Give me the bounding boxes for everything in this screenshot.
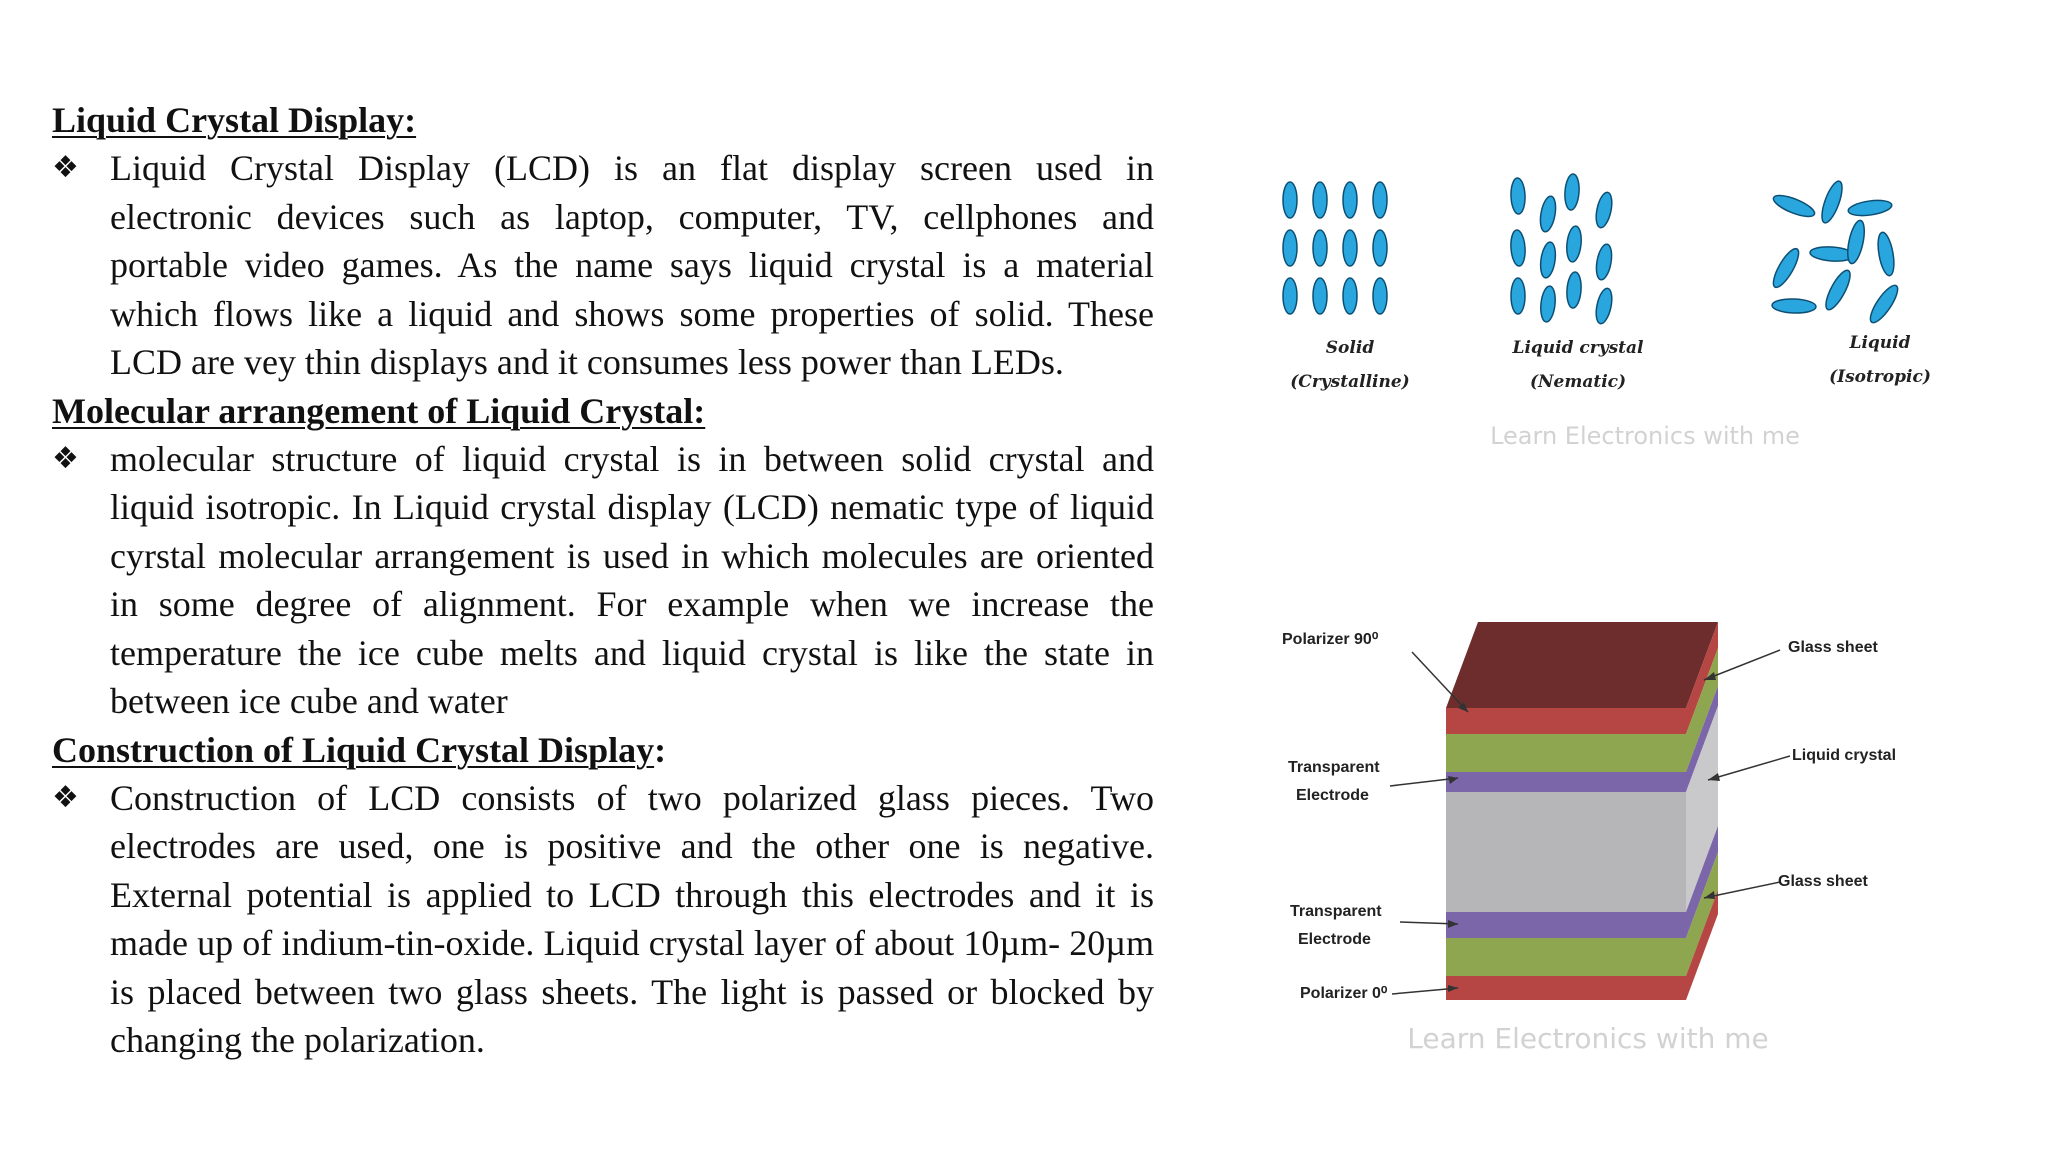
molecule bbox=[1825, 269, 1851, 311]
side-polarizer-0 bbox=[1686, 890, 1718, 1000]
layer-electrode-top bbox=[1446, 772, 1686, 792]
molecule bbox=[1372, 277, 1388, 315]
heading-lcd: Liquid Crystal Display: bbox=[52, 100, 417, 140]
text-column: Liquid Crystal Display: ❖ Liquid Crystal… bbox=[52, 96, 1154, 1065]
bullet-lcd-definition: ❖ Liquid Crystal Display (LCD) is an fla… bbox=[52, 144, 1154, 387]
bullet-construction: ❖ Construction of LCD consists of two po… bbox=[52, 774, 1154, 1065]
molecule bbox=[1312, 229, 1328, 267]
molecule bbox=[1282, 229, 1298, 267]
layer-glass-bottom bbox=[1446, 938, 1686, 976]
liquid-molecules bbox=[1771, 180, 1899, 324]
layer-liquid-crystal bbox=[1446, 792, 1686, 912]
label-glass-sheet-top: Glass sheet bbox=[1788, 639, 1879, 656]
bullet-molecular-arrangement: ❖ molecular structure of liquid crystal … bbox=[52, 435, 1154, 726]
layer-polarizer-0 bbox=[1446, 976, 1686, 1000]
watermark-top: Learn Electronics with me bbox=[1490, 422, 1800, 450]
label-solid: Solid bbox=[1326, 338, 1375, 358]
label-liquid-crystal: Liquid crystal bbox=[1792, 747, 1896, 764]
side-glass-bottom bbox=[1686, 852, 1718, 976]
molecule bbox=[1595, 287, 1613, 325]
molecule bbox=[1540, 285, 1556, 323]
molecule bbox=[1282, 181, 1298, 219]
label-glass-sheet-bottom: Glass sheet bbox=[1778, 873, 1869, 890]
molecule bbox=[1342, 181, 1358, 219]
side-polarizer-90 bbox=[1686, 622, 1718, 734]
molecule bbox=[1566, 225, 1582, 263]
watermark-bottom: Learn Electronics with me bbox=[1407, 1022, 1768, 1055]
side-electrode-top bbox=[1686, 686, 1718, 792]
label-electrode-top-line2: Electrode bbox=[1296, 787, 1369, 804]
molecule bbox=[1539, 241, 1557, 279]
molecule bbox=[1772, 247, 1800, 289]
heading-construction: Construction of Liquid Crystal Display: bbox=[52, 729, 667, 770]
molecule bbox=[1372, 181, 1388, 219]
molecule bbox=[1847, 219, 1865, 265]
molecule bbox=[1510, 177, 1526, 215]
label-liquid-crystal: Liquid crystal bbox=[1511, 338, 1644, 358]
molecule bbox=[1510, 229, 1526, 267]
layer-polarizer-90 bbox=[1446, 708, 1686, 734]
molecule bbox=[1312, 181, 1328, 219]
label-electrode-bottom-line2: Electrode bbox=[1298, 931, 1371, 948]
label-electrode-top-line1: Transparent bbox=[1288, 759, 1380, 776]
molecule bbox=[1342, 277, 1358, 315]
bullet-diamond-icon: ❖ bbox=[52, 779, 79, 815]
layer-glass-top bbox=[1446, 734, 1686, 772]
molecule bbox=[1877, 231, 1895, 277]
label-solid-sub: (Crystalline) bbox=[1290, 372, 1409, 392]
top-polarizer-face bbox=[1446, 622, 1718, 708]
solid-molecules bbox=[1282, 181, 1388, 315]
heading-molecular-arrangement: Molecular arrangement of Liquid Crystal: bbox=[52, 390, 706, 431]
label-polarizer-0: Polarizer 0⁰ bbox=[1300, 985, 1388, 1002]
molecule bbox=[1510, 277, 1526, 315]
molecule bbox=[1595, 191, 1613, 229]
molecule bbox=[1595, 243, 1613, 281]
paragraph-construction: Construction of LCD consists of two pola… bbox=[110, 777, 1154, 1061]
paragraph-molecular-arrangement: molecular structure of liquid crystal is… bbox=[110, 438, 1154, 722]
label-electrode-bottom-line1: Transparent bbox=[1290, 903, 1382, 920]
states-of-matter-figure: Solid (Crystalline) Liquid crystal (Nema… bbox=[1282, 173, 1931, 450]
molecule bbox=[1539, 195, 1557, 233]
molecule bbox=[1821, 180, 1843, 224]
liquid-crystal-molecules bbox=[1510, 173, 1613, 325]
molecule bbox=[1564, 173, 1580, 211]
layer-electrode-bottom bbox=[1446, 912, 1686, 938]
bullet-diamond-icon: ❖ bbox=[52, 440, 79, 476]
label-polarizer-90: Polarizer 90⁰ bbox=[1282, 631, 1379, 648]
molecule bbox=[1372, 229, 1388, 267]
side-electrode-bottom bbox=[1686, 826, 1718, 938]
molecule bbox=[1772, 194, 1816, 218]
molecule bbox=[1771, 298, 1817, 314]
label-liquid-crystal-sub: (Nematic) bbox=[1530, 372, 1626, 392]
molecule bbox=[1869, 284, 1899, 324]
side-liquid-crystal bbox=[1686, 706, 1718, 912]
label-liquid-sub: (Isotropic) bbox=[1829, 367, 1931, 387]
molecule bbox=[1566, 271, 1582, 309]
label-liquid: Liquid bbox=[1848, 333, 1910, 353]
molecule bbox=[1312, 277, 1328, 315]
molecule bbox=[1282, 277, 1298, 315]
lcd-layers-figure: Polarizer 90⁰ Transparent Electrode Tran… bbox=[1282, 622, 1896, 1055]
pointer-arrowheads bbox=[1448, 672, 1720, 992]
molecule bbox=[1847, 199, 1893, 217]
molecule bbox=[1342, 229, 1358, 267]
paragraph-lcd-definition: Liquid Crystal Display (LCD) is an flat … bbox=[110, 148, 1154, 382]
bullet-diamond-icon: ❖ bbox=[52, 150, 79, 185]
